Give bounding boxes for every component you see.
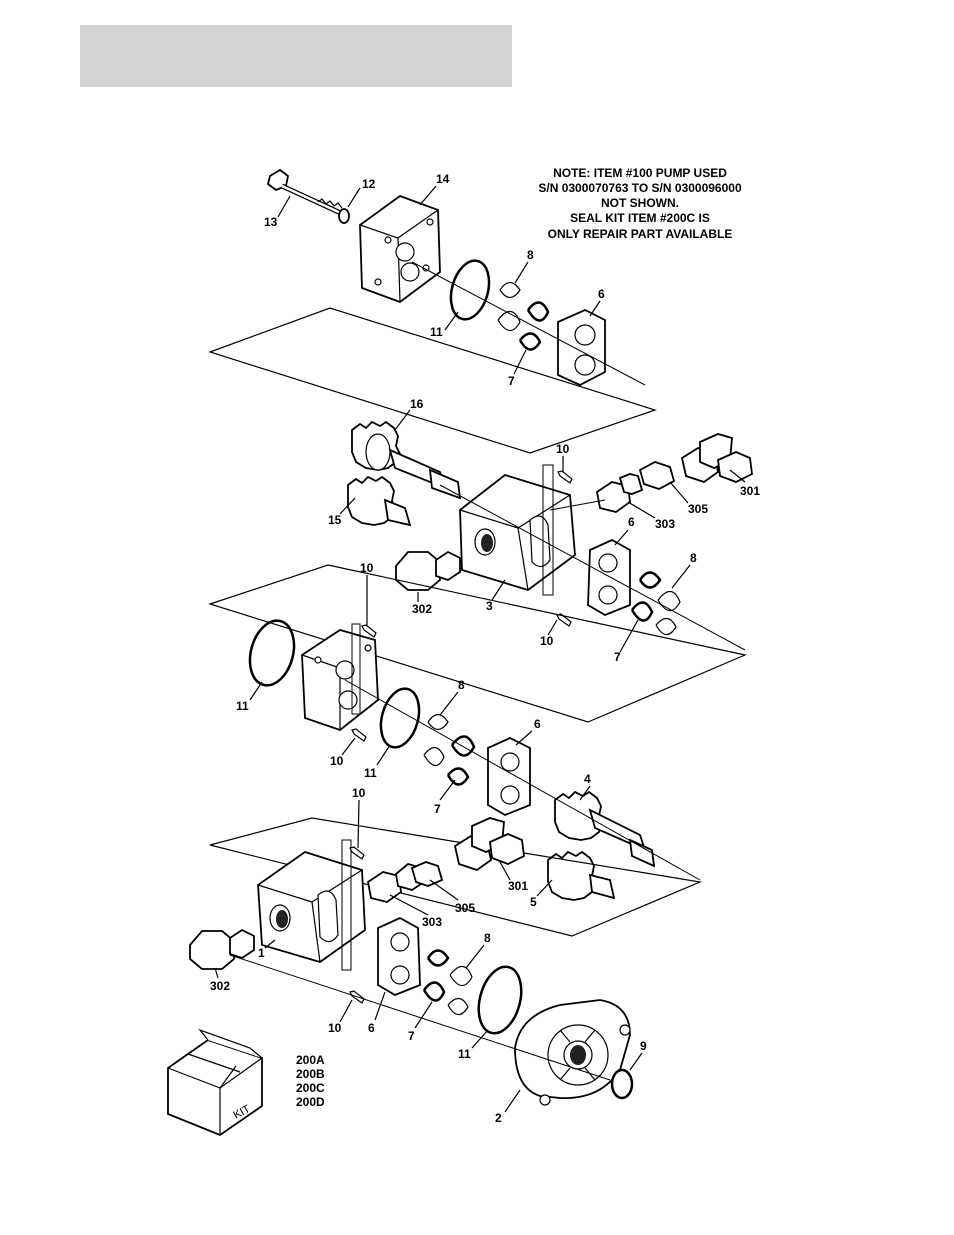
note-line-4: SEAL KIT ITEM #200C IS: [570, 211, 710, 225]
callouts-third: 10 11 10 11 8 6 7 4: [236, 561, 591, 816]
cover-plate-part: [360, 196, 440, 302]
gear-housing-part: [258, 840, 365, 970]
kit-item-200d: 200D: [296, 1095, 325, 1109]
callout-16: 16: [410, 397, 424, 411]
bearing-block-part: [378, 918, 420, 995]
note-block: NOTE: ITEM #100 PUMP USED S/N 0300070763…: [538, 166, 742, 241]
kit-item-200a: 200A: [296, 1053, 325, 1067]
callout-303: 303: [422, 915, 442, 929]
callout-4: 4: [584, 772, 591, 786]
callout-2: 2: [495, 1111, 502, 1125]
callout-11: 11: [458, 1047, 471, 1061]
oring-part: [445, 256, 495, 323]
gear-housing-part: [460, 465, 575, 595]
wear-plate-part: [302, 624, 378, 730]
driven-gear-part: [348, 477, 410, 525]
callout-8: 8: [690, 551, 697, 565]
callout-305: 305: [688, 502, 708, 516]
callout-6: 6: [534, 717, 541, 731]
bearing-block-part: [488, 738, 530, 815]
callout-14: 14: [436, 172, 450, 186]
callout-13: 13: [264, 215, 278, 229]
callouts-top: 13 12 14 8 6 11 7: [264, 172, 605, 388]
callout-8: 8: [484, 931, 491, 945]
oring-part: [375, 684, 425, 751]
callout-8: 8: [458, 678, 465, 692]
callout-10: 10: [360, 561, 374, 575]
bearing-block-part: [588, 540, 630, 615]
callout-301: 301: [508, 879, 528, 893]
callout-10: 10: [540, 634, 554, 648]
backup-rings-part: [424, 715, 474, 785]
shaft-seal-part: [612, 1070, 632, 1098]
callout-6: 6: [368, 1021, 375, 1035]
callout-302: 302: [210, 979, 230, 993]
bolt-part: [268, 170, 345, 215]
callout-303: 303: [655, 517, 675, 531]
callout-7: 7: [614, 650, 621, 664]
note-line-1: NOTE: ITEM #100 PUMP USED: [553, 166, 727, 180]
note-line-2: S/N 0300070763 TO S/N 0300096000: [538, 181, 742, 195]
callout-9: 9: [640, 1039, 647, 1053]
callout-7: 7: [508, 374, 515, 388]
callout-11: 11: [430, 325, 443, 339]
callout-1: 1: [258, 946, 265, 960]
fittings-part: [597, 434, 752, 512]
callout-305: 305: [455, 901, 475, 915]
driven-gear-part: [548, 852, 614, 900]
fitting-302-part: [190, 930, 254, 969]
oring-part: [243, 616, 301, 691]
callout-301: 301: [740, 484, 760, 498]
callout-10: 10: [352, 786, 366, 800]
callout-15: 15: [328, 513, 342, 527]
callout-10: 10: [328, 1021, 342, 1035]
note-line-3: NOT SHOWN.: [601, 196, 679, 210]
callout-3: 3: [486, 599, 493, 613]
kit-box: KIT 200A 200B 200C 200D: [168, 1030, 325, 1135]
callout-6: 6: [628, 515, 635, 529]
oring-part: [472, 962, 528, 1038]
fitting-302-part: [396, 552, 460, 590]
backup-rings-part: [498, 283, 548, 350]
callout-12: 12: [362, 177, 376, 191]
callout-7: 7: [434, 802, 441, 816]
backup-rings-part: [424, 951, 472, 1015]
callout-10: 10: [330, 754, 344, 768]
bearing-block-part: [558, 310, 605, 385]
callout-10: 10: [556, 442, 570, 456]
kit-item-200b: 200B: [296, 1067, 325, 1081]
backup-rings-part: [632, 573, 680, 635]
note-line-5: ONLY REPAIR PART AVAILABLE: [548, 227, 733, 241]
callout-7: 7: [408, 1029, 415, 1043]
callout-11: 11: [236, 699, 249, 713]
washer-part: [339, 209, 349, 223]
callout-302: 302: [412, 602, 432, 616]
callout-6: 6: [598, 287, 605, 301]
callout-8: 8: [527, 248, 534, 262]
callout-11: 11: [364, 766, 377, 780]
assembly-plane-outline: [210, 565, 745, 722]
kit-item-200c: 200C: [296, 1081, 325, 1095]
callout-5: 5: [530, 895, 537, 909]
